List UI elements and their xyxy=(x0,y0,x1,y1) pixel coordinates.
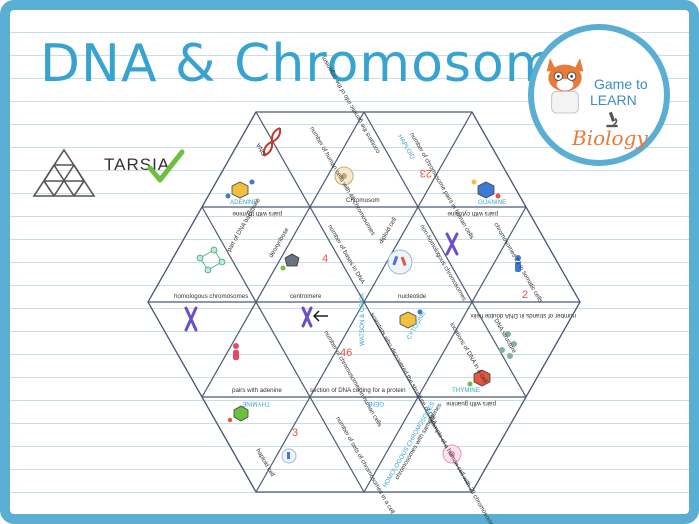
nucleotide-network-icon xyxy=(196,246,226,274)
guanine-molecule-icon xyxy=(471,179,501,199)
tile-label: number of strands in DNA double helix xyxy=(470,312,576,319)
tile-label: centromere xyxy=(290,293,322,300)
tile-label: 4 xyxy=(322,253,328,265)
dna-helix-icon xyxy=(262,127,282,157)
haploid-cell-icon xyxy=(281,448,297,464)
thymine-molecule-small-icon xyxy=(227,405,249,423)
tile-label: deoxyribose xyxy=(268,226,291,259)
centromere-chromosome-icon xyxy=(301,306,313,328)
tile-label: contains the genetic info of the organis… xyxy=(320,55,382,155)
tile-label: example of a human cell with 23 chromoso… xyxy=(426,416,497,524)
tile-label: nucleotide xyxy=(398,293,427,300)
tile-label: pairs with adenine xyxy=(232,387,282,394)
tile-label: pairs with guanine xyxy=(446,400,496,407)
tile-label: chromosomes 23 in somatic cells xyxy=(492,222,544,304)
tile-label: HOMOLOGOUS CHROMOSOMES xyxy=(382,401,437,489)
tile-label: GUANINE xyxy=(478,199,506,206)
tile-label: THYMINE xyxy=(242,400,270,407)
human-figure-icon xyxy=(515,255,521,272)
logo-text-line1: Game to xyxy=(594,76,648,92)
tile-label: THYMINE xyxy=(452,387,480,394)
tile-label: number of sets of chromosomes in a cell xyxy=(334,416,396,516)
microscope-icon xyxy=(606,111,618,128)
tile-label: GENE xyxy=(366,400,384,407)
cytosine-molecule-icon xyxy=(399,309,423,329)
tile-label: 46 xyxy=(340,347,352,359)
dna-structure-icon xyxy=(499,331,517,359)
logo-text-line2: LEARN xyxy=(590,92,637,108)
tile-label: locations of DNA in a cell xyxy=(448,322,488,385)
tile-label: chromosomes with same genes xyxy=(394,402,444,481)
tile-label: homologous chromosomes xyxy=(174,293,248,300)
tile-label: 2 xyxy=(522,289,528,301)
fox-mascot-icon xyxy=(546,58,584,114)
tile-label: number of chromosome pairs in human cell… xyxy=(408,132,475,241)
game-to-learn-logo[interactable]: Game to LEARN Biology xyxy=(528,24,670,166)
tile-label: 23 xyxy=(420,167,432,179)
adenine-molecule-icon xyxy=(225,179,255,199)
deoxyribose-molecule-icon xyxy=(280,253,300,271)
tile-label: WATSON & CRICK xyxy=(359,292,366,346)
tile-label: non-homologous chromosomes xyxy=(418,224,467,303)
tarsia-triangle-icon xyxy=(32,148,96,197)
check-icon xyxy=(147,149,185,183)
homologous-chromosome-icon xyxy=(184,306,198,332)
diploid-cell-icon xyxy=(387,249,413,275)
tile-label: diploid cell xyxy=(378,216,399,245)
tile-label: DNA structure xyxy=(492,318,518,355)
page-title: DNA & Chromosomes xyxy=(40,34,618,94)
arrow-left-icon xyxy=(313,310,328,322)
human-figure-red-icon xyxy=(233,343,239,360)
tile-label: pairs with thymine xyxy=(232,210,282,217)
tile-label: ADENINE xyxy=(230,199,258,206)
tile-label: section of DNA coding for a protein xyxy=(310,387,406,394)
tile-label: number of bases in DNA xyxy=(326,224,366,287)
tile-label: number of chromosomes in human cells xyxy=(322,330,383,429)
tile-label: 3 xyxy=(292,427,298,439)
chromosome-cell-icon xyxy=(334,166,354,186)
egg-cell-icon xyxy=(442,444,462,464)
x-chromosome-icon xyxy=(445,232,459,256)
logo-subject: Biology xyxy=(572,126,648,150)
tile-label: pairs with cytosine xyxy=(447,210,498,217)
tile-label: Chromosom xyxy=(346,197,380,204)
tile-label: number of human cells with 46 chromosome… xyxy=(308,126,376,237)
thymine-molecule-icon xyxy=(467,369,491,387)
